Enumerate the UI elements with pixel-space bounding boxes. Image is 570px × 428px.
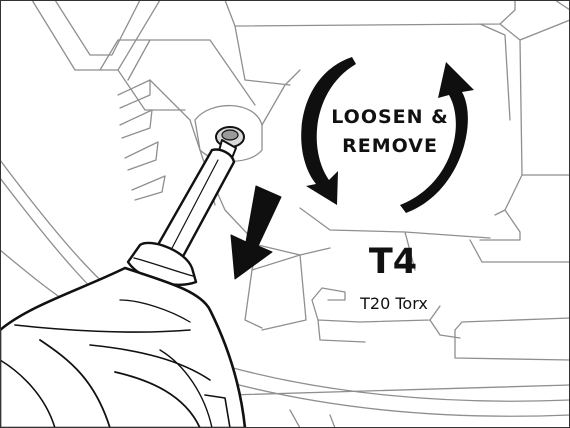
step-id: T4 — [342, 242, 444, 282]
action-text-line2: REMOVE — [318, 135, 462, 157]
screwdriver-icon — [0, 140, 245, 428]
action-text-line1: LOOSEN & — [318, 106, 462, 128]
tool-label: T20 Torx — [336, 294, 452, 313]
down-left-arrow-icon — [231, 186, 281, 279]
